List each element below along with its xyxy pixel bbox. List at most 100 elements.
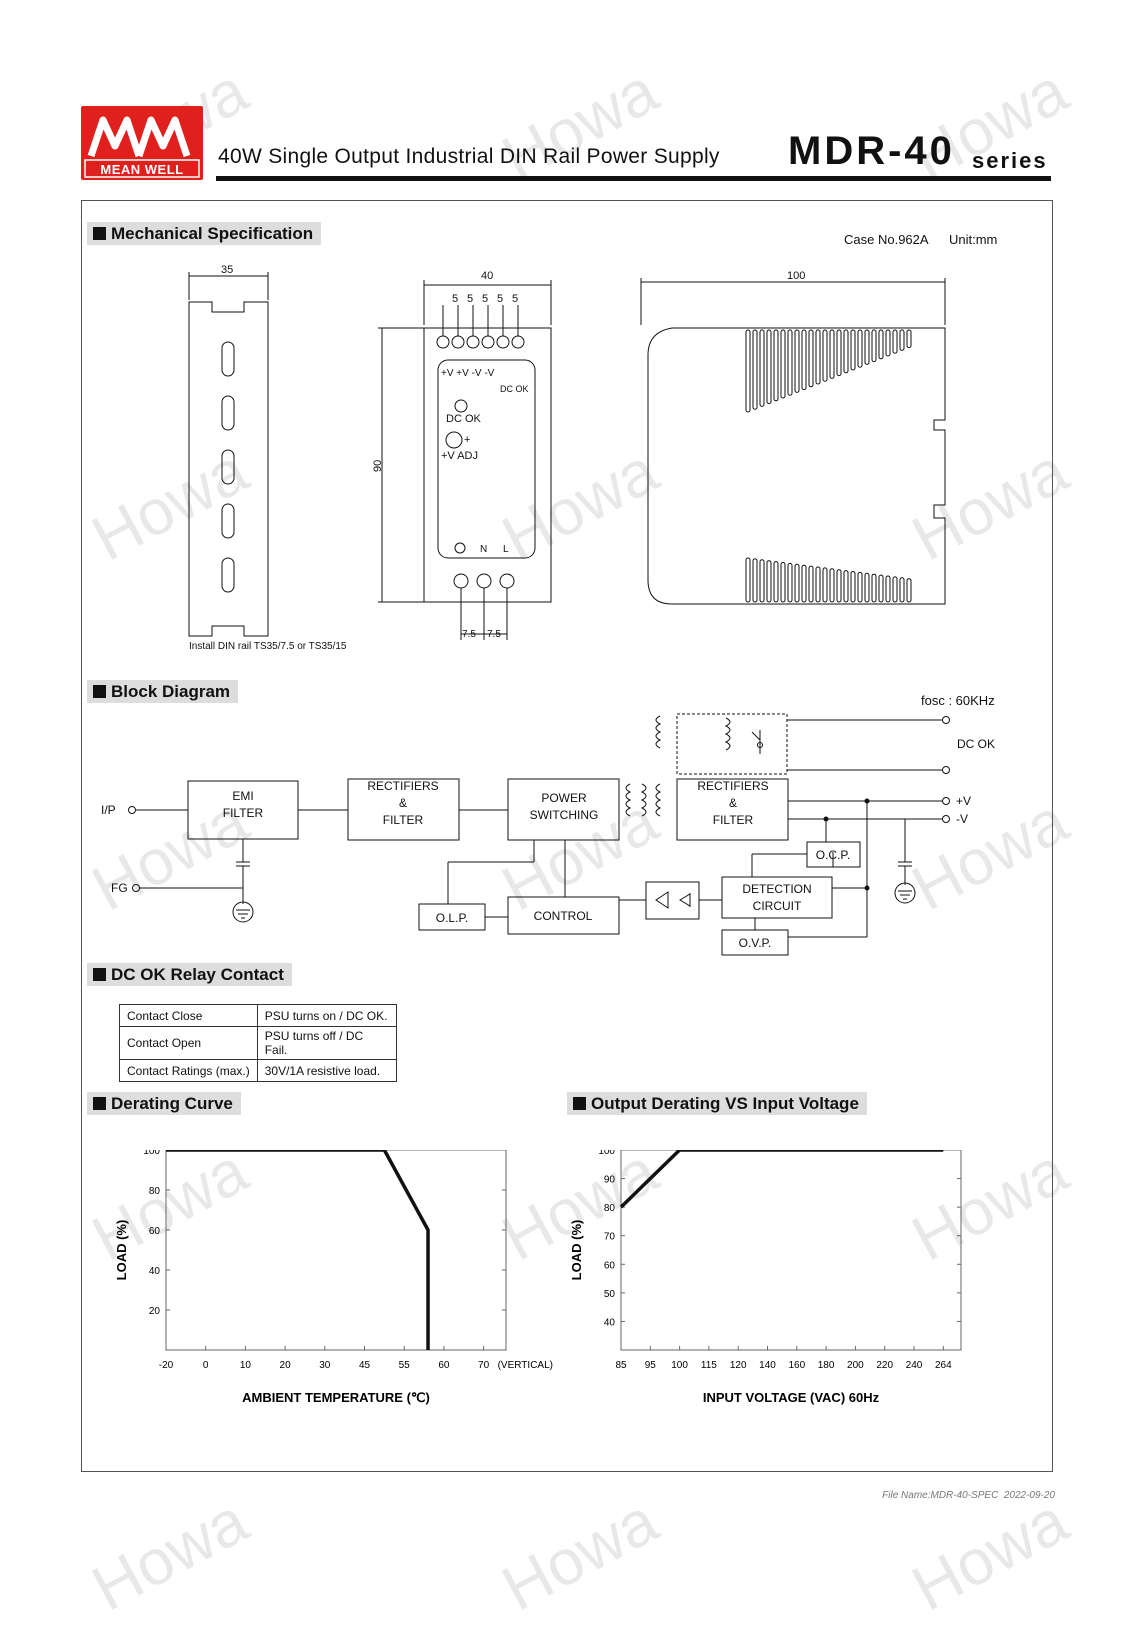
x-tick-label: 30: [319, 1360, 331, 1371]
block-emi-label: FILTER: [223, 806, 264, 820]
relay-label: Contact Close: [119, 1004, 258, 1027]
series-label: series: [972, 148, 1048, 173]
front-terminal-labels: +V +V -V -V: [441, 368, 495, 379]
ac-n-label: N: [480, 544, 487, 555]
derating-line: [166, 1150, 430, 1350]
dim-front-width: 40: [481, 270, 493, 282]
mean-well-logo: MEAN WELL: [81, 106, 203, 180]
relay-label: Contact Open: [119, 1026, 258, 1060]
x-tick-label: 20: [280, 1360, 292, 1371]
model-name: MDR-40: [788, 129, 955, 173]
y-tick-label: 40: [604, 1317, 616, 1328]
relay-value: PSU turns off / DC Fail.: [256, 1026, 397, 1060]
file-name-footer: File Name:MDR-40-SPEC 2022-09-20: [882, 1490, 1055, 1501]
dim-ac-pitch-1: 7.5: [462, 629, 476, 640]
io-dcok: DC OK: [957, 737, 995, 751]
y-tick-label: 70: [604, 1232, 616, 1243]
x-tick-label: 120: [730, 1360, 747, 1371]
block-diagram: EMIFILTERRECTIFIERS&FILTERPOWERSWITCHING…: [101, 693, 995, 956]
x-tick-suffix: (VERTICAL): [498, 1360, 553, 1371]
x-tick-label: 95: [645, 1360, 657, 1371]
vadj-label: +V ADJ: [441, 450, 478, 462]
mechanical-drawing: 35 40 100 90 5 5 5 5 5 7.5 7.5 +V +V -V …: [188, 264, 946, 652]
section-derating-curve: Derating Curve: [87, 1092, 241, 1115]
y-tick-label: 100: [598, 1150, 615, 1157]
y-tick-label: 90: [604, 1175, 616, 1186]
y-tick-label: 60: [149, 1226, 161, 1237]
vadj-plus: +: [464, 434, 470, 446]
dim-height: 90: [372, 460, 384, 472]
x-tick-label: 220: [876, 1360, 893, 1371]
watermark-text: Howa: [80, 1484, 259, 1625]
section-mechanical: Mechanical Specification: [87, 222, 322, 245]
y-tick-label: 50: [604, 1289, 616, 1300]
dim-pitch-1: 5: [452, 293, 458, 305]
relay-label: Contact Ratings (max.): [119, 1059, 258, 1082]
block-rect2-label: FILTER: [713, 813, 754, 827]
x-tick-label: 180: [818, 1360, 835, 1371]
x-tick-label: 60: [438, 1360, 450, 1371]
watermark-text: Howa: [490, 1484, 669, 1625]
block-olp-label: O.L.P.: [436, 911, 468, 925]
x-tick-label: 115: [701, 1360, 717, 1371]
io-ip: I/P: [101, 803, 116, 817]
y-axis-label: LOAD (%): [570, 1220, 584, 1281]
header-rule: [216, 176, 1051, 181]
x-tick-label: 264: [935, 1360, 952, 1371]
block-control-label: CONTROL: [534, 909, 593, 923]
x-tick-label: 0: [203, 1360, 209, 1371]
plot-frame: [165, 1150, 507, 1351]
x-tick-label: 140: [759, 1360, 776, 1371]
case-number: Case No.962A: [844, 232, 929, 247]
x-tick-label: 100: [671, 1360, 688, 1371]
product-subtitle: 40W Single Output Industrial DIN Rail Po…: [218, 145, 720, 168]
spec-frame: [81, 200, 1053, 1472]
io-fg: FG: [111, 881, 128, 895]
y-tick-label: 60: [604, 1260, 616, 1271]
block-ocp-label: O.C.P.: [816, 848, 850, 862]
block-rect2-label: &: [729, 796, 737, 810]
x-tick-label: 45: [359, 1360, 371, 1371]
block-ovp-label: O.V.P.: [739, 936, 772, 950]
y-tick-label: 20: [149, 1306, 161, 1317]
block-detect-label: DETECTION: [742, 882, 811, 896]
io-vpos: +V: [956, 794, 971, 808]
y-tick-label: 80: [604, 1203, 616, 1214]
relay-value: 30V/1A resistive load.: [256, 1059, 397, 1082]
block-rect2-label: RECTIFIERS: [697, 779, 768, 793]
mw-logo-icon: [84, 116, 200, 178]
y-tick-label: 40: [149, 1266, 161, 1277]
x-axis-label: AMBIENT TEMPERATURE (℃): [242, 1390, 430, 1405]
dim-pitch-3: 5: [482, 293, 488, 305]
dim-rail-width: 35: [221, 264, 233, 276]
block-rect1-label: &: [399, 796, 407, 810]
y-axis-label: LOAD (%): [114, 1220, 129, 1281]
io-vneg: -V: [956, 812, 968, 826]
block-power-label: POWER: [541, 791, 587, 805]
x-tick-label: 10: [240, 1360, 252, 1371]
section-block-diagram: Block Diagram: [87, 680, 239, 703]
block-detect-label: CIRCUIT: [753, 899, 802, 913]
dim-side-depth: 100: [787, 270, 805, 282]
x-tick-label: 200: [847, 1360, 864, 1371]
x-axis-label: INPUT VOLTAGE (VAC) 60Hz: [703, 1390, 880, 1405]
din-rail-note: Install DIN rail TS35/7.5 or TS35/15: [189, 641, 347, 652]
watermark-text: Howa: [900, 1484, 1079, 1625]
dcok-led-label: DC OK: [446, 413, 482, 425]
logo-text: MEAN WELL: [100, 162, 184, 177]
section-output-derating: Output Derating VS Input Voltage: [567, 1092, 867, 1115]
x-tick-label: 240: [906, 1360, 923, 1371]
block-rect1-label: FILTER: [383, 813, 424, 827]
plot-frame: [620, 1150, 962, 1351]
block-power-label: SWITCHING: [530, 808, 599, 822]
unit-label: Unit:mm: [949, 232, 998, 247]
relay-row: Contact Ratings (max.)30V/1A resistive l…: [119, 1059, 397, 1082]
dim-pitch-5: 5: [512, 293, 518, 305]
relay-value: PSU turns on / DC OK.: [256, 1004, 397, 1027]
dim-pitch-2: 5: [467, 293, 473, 305]
